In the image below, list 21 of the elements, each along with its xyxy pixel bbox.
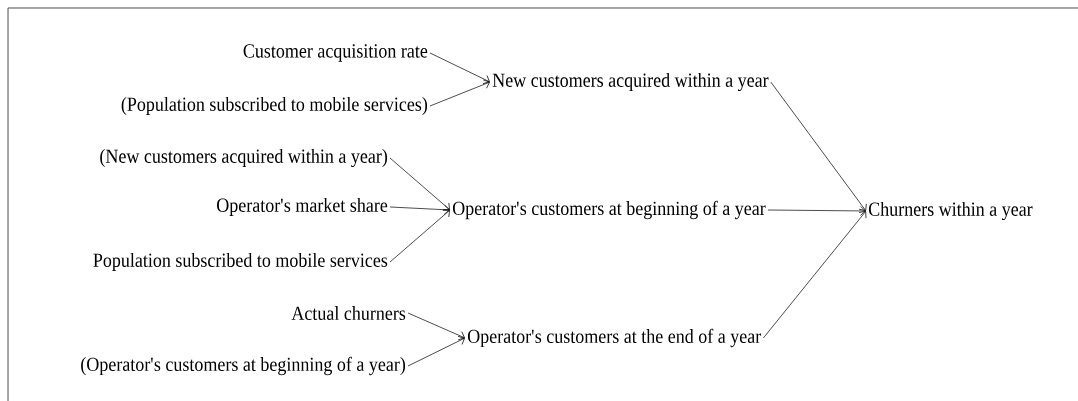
node-label: Churners within a year bbox=[868, 201, 1033, 221]
node-label: Customer acquisition rate bbox=[243, 44, 428, 62]
node-label: (New customers acquired within a year) bbox=[100, 148, 388, 168]
node-label: New customers acquired within a year bbox=[492, 72, 769, 92]
node-label: Operator's customers at the end of a year bbox=[467, 328, 762, 348]
arrow bbox=[389, 157, 450, 211]
arrow bbox=[429, 52, 490, 84]
arrow bbox=[763, 211, 867, 339]
arrow bbox=[767, 206, 866, 216]
arrow bbox=[407, 312, 465, 341]
node-label: Population subscribed to mobile services bbox=[93, 252, 388, 272]
node-label: (Operator's customers at beginning of a year) bbox=[81, 356, 406, 376]
node-label: Operator's market share bbox=[217, 197, 388, 217]
arrow bbox=[389, 204, 450, 215]
node-label: Operator's customers at beginning of a year bbox=[452, 200, 766, 220]
arrow bbox=[389, 209, 450, 263]
node-label: (Population subscribed to mobile services) bbox=[121, 96, 428, 116]
arrow bbox=[429, 79, 490, 107]
arrow bbox=[770, 81, 867, 211]
node-label: Actual churners bbox=[291, 305, 406, 320]
arrow bbox=[407, 336, 465, 367]
